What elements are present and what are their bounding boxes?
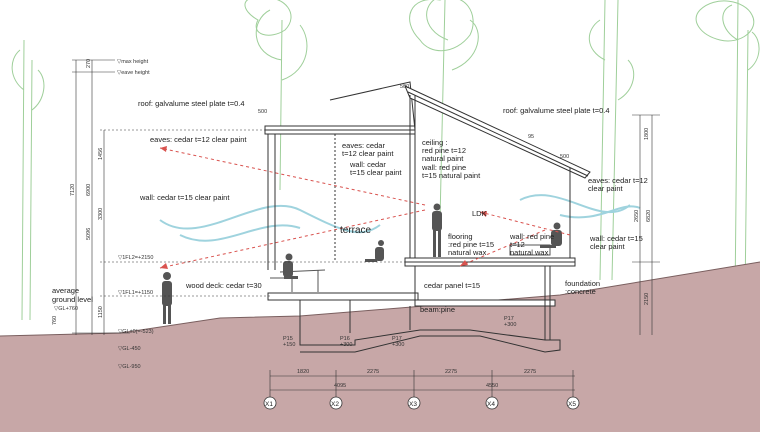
left-dimensions: [72, 59, 410, 335]
axis-x4: X4: [487, 401, 495, 408]
note-wood-deck: wood deck: cedar t=30: [185, 281, 262, 290]
axis-x5: X5: [568, 401, 576, 408]
dim-left-3300: 3300: [98, 208, 104, 220]
dim-left-270: 270: [86, 59, 92, 68]
dim-right-1800: 1800: [644, 128, 650, 140]
right-dimensions: [632, 114, 660, 335]
level-max-height: ▽max height: [117, 59, 149, 65]
level-fl2: ▽1FL2=+2150: [118, 255, 153, 261]
dim-left-760: 760: [52, 316, 58, 325]
level-avg-ground-value: ▽GL+760: [54, 306, 78, 312]
level-gl-450: ▽GL-450: [118, 346, 141, 352]
dim-top-500a: 500: [258, 109, 267, 115]
pier-p17: P17+300: [392, 336, 404, 348]
room-ldk: LDK: [472, 209, 487, 218]
note-wall-left: wall: cedar t=15 clear paint: [139, 193, 230, 202]
dim-left-5096: 5096: [86, 228, 92, 240]
dim-left-1150: 1150: [98, 306, 104, 318]
wind-lines: [159, 194, 641, 242]
wind-arrows: [159, 146, 571, 269]
level-avg-ground-1: average: [52, 286, 79, 295]
people-silhouettes: [162, 203, 562, 324]
level-gl: ▽GL±0(=-523): [118, 329, 154, 335]
dim-top-500b: 500: [400, 84, 409, 90]
dim-top-95: 95: [528, 134, 534, 140]
note-roof-left: roof: galvalume steel plate t=0.4: [138, 99, 245, 108]
dim-right-2150: 2150: [644, 293, 650, 305]
level-gl-950: ▽GL-950: [118, 364, 141, 370]
dim-bottom-4550: 4550: [486, 383, 498, 389]
terrace-furniture: [270, 244, 551, 292]
dim-left-1456: 1456: [98, 148, 104, 160]
foundation-outline: [299, 329, 561, 353]
dim-bottom-2275b: 2275: [445, 369, 457, 375]
level-avg-ground-2: ground level: [52, 295, 93, 304]
background-trees: [11, 0, 760, 321]
axis-x2: X2: [331, 401, 339, 408]
roof-structure: [264, 81, 591, 270]
note-cedar-panel: cedar panel t=15: [424, 281, 480, 290]
note-foundation: foundation:concrete: [565, 279, 600, 296]
axis-x3: X3: [409, 401, 417, 408]
pier-p16: P16+300: [340, 336, 352, 348]
note-roof-right: roof: galvalume steel plate t=0.4: [503, 106, 610, 115]
grid-axis-circles: [263, 396, 580, 410]
dim-bottom-4095: 4095: [334, 383, 346, 389]
pier-p15: P15+150: [283, 336, 295, 348]
level-eave-height: ▽eave height: [117, 70, 150, 76]
level-fl1: ▽1FL1=+1150: [118, 290, 153, 296]
dim-bottom-2275c: 2275: [524, 369, 536, 375]
ground-line: [0, 261, 760, 337]
note-beam: beam:pine: [420, 305, 455, 314]
dim-left-6900: 6900: [86, 184, 92, 196]
dim-left-total: 7120: [70, 184, 76, 196]
bottom-dimensions: [269, 370, 575, 400]
axis-x1: X1: [265, 401, 273, 408]
note-eaves-left: eaves: cedar t=12 clear paint: [150, 135, 247, 144]
dim-bottom-1820: 1820: [297, 369, 309, 375]
dim-right-2650: 2650: [634, 210, 640, 222]
ground: [0, 262, 760, 432]
dim-bottom-2275a: 2275: [367, 369, 379, 375]
pier-p18: P17+300: [504, 316, 516, 328]
dim-right-6820: 6820: [646, 210, 652, 222]
room-terrace: terrace: [340, 225, 372, 236]
dim-top-500c: 500: [560, 154, 569, 160]
